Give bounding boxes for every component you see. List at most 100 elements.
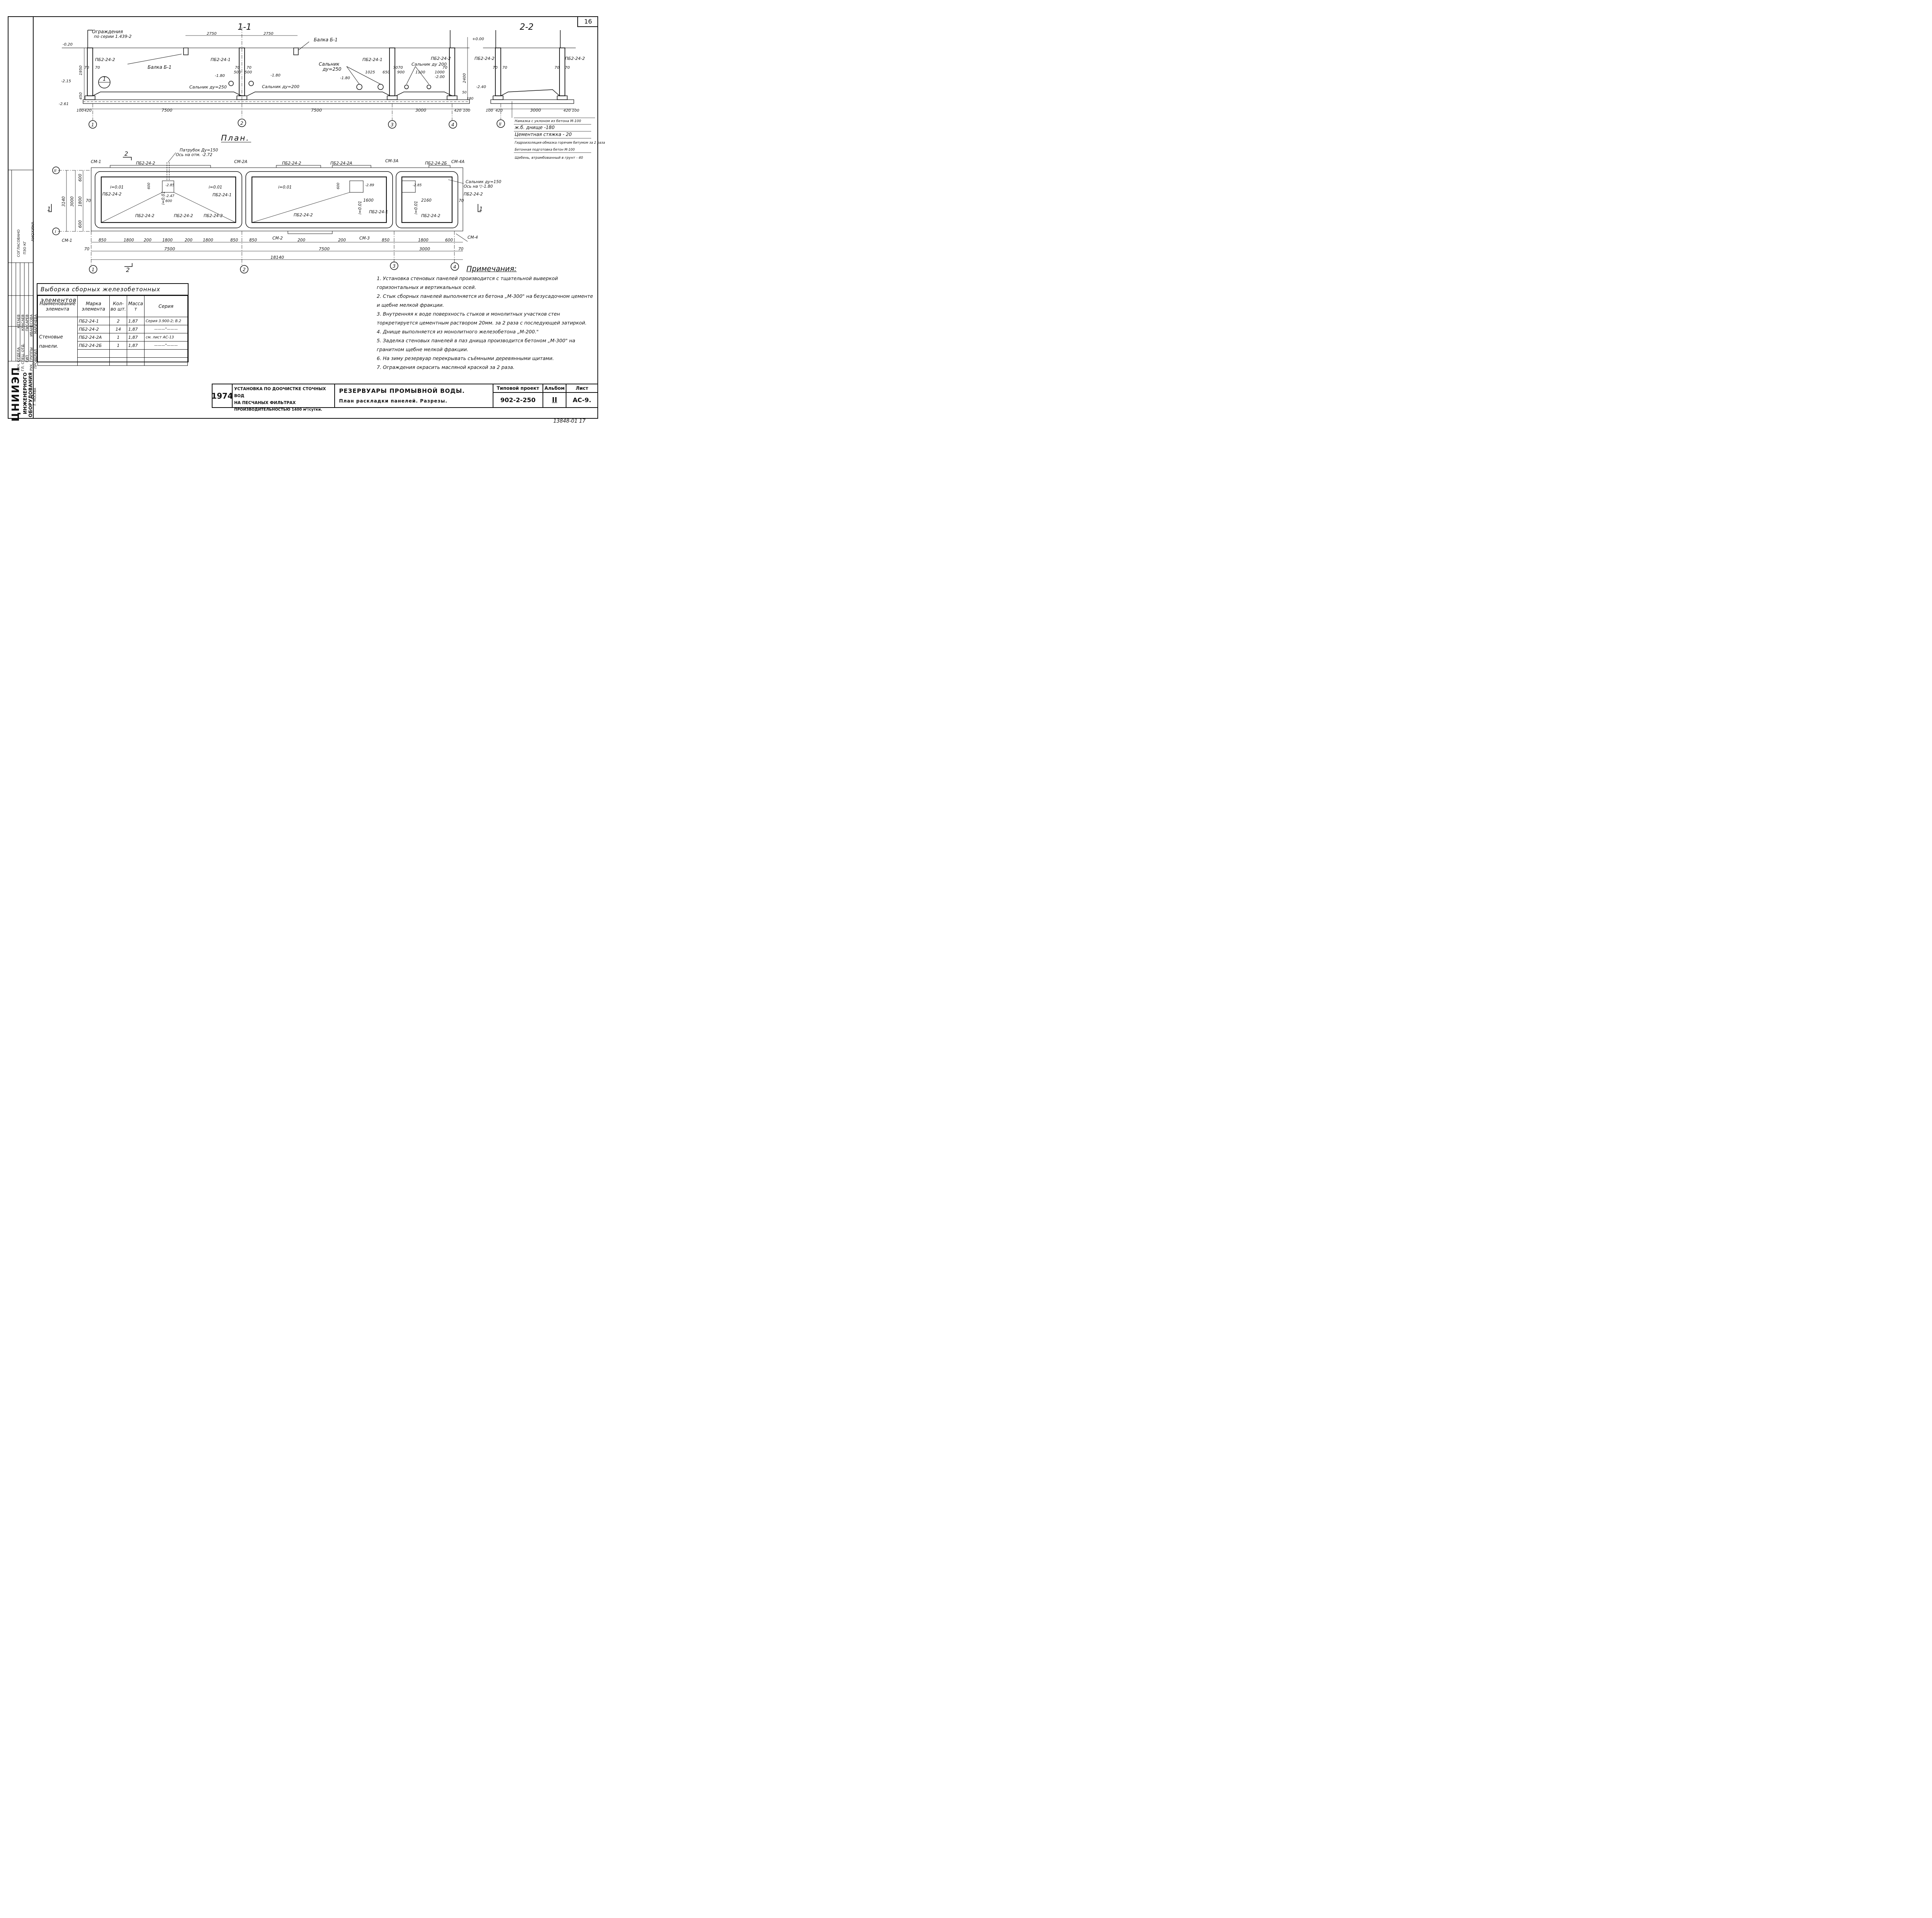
dim-b-5: 420 [454, 109, 461, 113]
dim-s-0: 70 [84, 66, 89, 70]
title-block: 1974 УСТАНОВКА ПО ДООЧИСТКЕ СТОЧНЫХ ВОД … [211, 384, 598, 412]
spec-r1-qty: 14 [109, 325, 127, 333]
plan-row-6: 850 [230, 238, 238, 243]
fence-label-0: Ограждения [92, 29, 123, 34]
fence-label-1: по серии 1.439-2 [94, 34, 131, 39]
cm-3: СМ-4А [451, 160, 464, 164]
spec-r3-mass: 1,87 [127, 341, 145, 350]
plan-axis-2: 2 [243, 267, 246, 272]
plan-row-11: 1800 [418, 238, 429, 243]
plan-level-3: -2.85 [413, 183, 422, 187]
beam-b1-left: Балка Б-1 [148, 65, 172, 70]
spec-r2-series: см. лист АС-13 [144, 333, 188, 341]
panel-in-6: ПБ2-24-1 [369, 210, 388, 214]
spec-r3-qty: 1 [109, 341, 127, 350]
panel-in-8: ПБ2-24-2 [421, 214, 440, 218]
table-row: ПБ2-24-2 14 1,87 ———"——— [38, 325, 188, 333]
section-2-2 [483, 30, 595, 153]
dim-b-1: 420 [84, 109, 92, 113]
plan-row-1: 1800 [124, 238, 134, 243]
drawing-canvas: 1-1 Ограждения по серии 1.439-2 Балка Б-… [8, 22, 605, 362]
pipe-label-1: Ось на отм. -2.72 [176, 153, 213, 157]
level-4: -1.80 [270, 73, 281, 78]
panel-top-2: ПБ2-24-2А [330, 161, 352, 166]
gland-label-0: Сальник ду=150 [466, 180, 502, 184]
plan-row-7: 850 [249, 238, 257, 243]
table-row [38, 357, 188, 366]
cm-4: СМ-1 [62, 238, 72, 243]
plan-total-1: 7500 [164, 246, 175, 251]
spec-r3-series: ———"——— [144, 341, 188, 350]
dim-s-4: 500 [234, 70, 241, 75]
plan-dimv-5: 70 [86, 199, 91, 203]
s2-dimb-2: 3000 [530, 108, 541, 113]
dim-top-0: 2750 [207, 32, 216, 36]
tb-album-label: Альбом [543, 384, 566, 393]
cm-2: СМ-3А [385, 159, 398, 163]
spec-r1-mark: ПБ2-24-2 [77, 325, 110, 333]
spec-r2-qty: 1 [109, 333, 127, 341]
gland-250-b-0: Сальник [319, 61, 340, 67]
tb-sheet-title: РЕЗЕРВУАРЫ ПРОМЫВНОЙ ВОДЫ. План раскладк… [335, 384, 493, 407]
spec-r1-mass: 1,87 [127, 325, 145, 333]
tb-project-2: ПРОИЗВОДИТЕЛЬНОСТЬЮ 1400 м³/сутки. [234, 408, 322, 412]
spec-empty-cell [109, 357, 127, 366]
panel-label-2: ПБ2-24-1 [211, 57, 231, 62]
gland-label-1: Ось на ▽-1.80 [464, 184, 493, 189]
level-2: -2.61 [59, 102, 69, 106]
slope-3: i=0.01 [161, 191, 166, 205]
plan-total-4: 70 [458, 247, 464, 251]
tb-type: Типовой проект 902-2-250 [493, 384, 544, 407]
plan-axis-II: II [54, 169, 56, 173]
axis-4: 4 [451, 122, 454, 127]
section-mark-2a: 2 [124, 150, 128, 157]
gland-250-a: Сальник ду=250 [189, 85, 227, 90]
s2-layer-4: Бетонная подготовка бетон М-100 [515, 148, 575, 152]
plan-text: План. Патрубок Ду=150 Ось на отм. -2.72 … [47, 133, 502, 274]
panel-in-3: ПБ2-24-2 [174, 214, 193, 218]
plan-dimv-0: 3140 [61, 196, 66, 207]
level-1: -2.15 [61, 79, 71, 83]
s2-layer-1: ж.б. днище -180 [514, 125, 555, 130]
plan-row-8: 200 [298, 238, 305, 243]
beam-b1-top: Балка Б-1 [314, 37, 338, 42]
sidebar-stamp: ЦНИИЭП ИНЖЕНЕРНОГО ОБОРУДОВАНИЯ Г. МОСКВ… [8, 16, 38, 421]
tb-list-value: АС-9. [573, 396, 592, 404]
spec-empty-cell [127, 357, 145, 366]
plan-dimv-3: 1800 [78, 196, 83, 207]
plan-level-1: -2.47 [165, 194, 175, 198]
s2-dimb-4: 100 [572, 109, 579, 113]
axis-1: 1 [91, 122, 94, 127]
gland-200-b: Сальник ду 200 [412, 62, 447, 67]
dim-v-1: 450 [79, 92, 83, 100]
dim-b-0: 100 [77, 109, 84, 113]
note-5: 5. Заделка стеновых панелей в паз днища … [377, 338, 575, 352]
plan-dimv-2: 600 [78, 174, 83, 182]
s2-layer-0: Намазка с уклоном из бетона М-100 [515, 119, 581, 123]
spec-r2-mass: 1,87 [127, 333, 145, 341]
dim-s-11: 70 [442, 66, 447, 70]
level-6: -2.00 [435, 75, 445, 79]
dim-s-2: 70 [235, 66, 240, 70]
note-2: 2. Стык сборных панелей выполняется из б… [377, 293, 593, 308]
s2-panel-left: ПБ2-24-2 [474, 56, 495, 61]
axis-3: 3 [391, 122, 394, 127]
panel-in-4: ПБ2-24-2 [204, 214, 223, 218]
panel-in-5: ПБ2-24-2 [294, 213, 313, 217]
gland-250-b-1: ду=250 [322, 66, 342, 72]
dim-s-5: 500 [245, 70, 252, 75]
panel-label-1: ПБ2-24-2 [95, 57, 115, 62]
cm-1: СМ-2А [234, 160, 247, 164]
spec-group-1: панели. [39, 343, 58, 349]
plan-row-5: 1800 [203, 238, 213, 243]
section-1-1 [62, 27, 470, 129]
spec-r2-mark: ПБ2-24-2А [77, 333, 110, 341]
dim-b-3: 7500 [311, 108, 322, 113]
tb-year-text: 1974 [211, 391, 233, 401]
dim-v-4: 180 [467, 97, 473, 101]
tb-sheet-title-1: План раскладки панелей. Разрезы. [339, 398, 447, 404]
section-1-1-title: 1-1 [238, 22, 252, 32]
s2-dimb-1: 420 [495, 109, 503, 113]
section-mark-1a: 1 [47, 206, 51, 212]
cm-0: СМ-1 [91, 160, 101, 164]
